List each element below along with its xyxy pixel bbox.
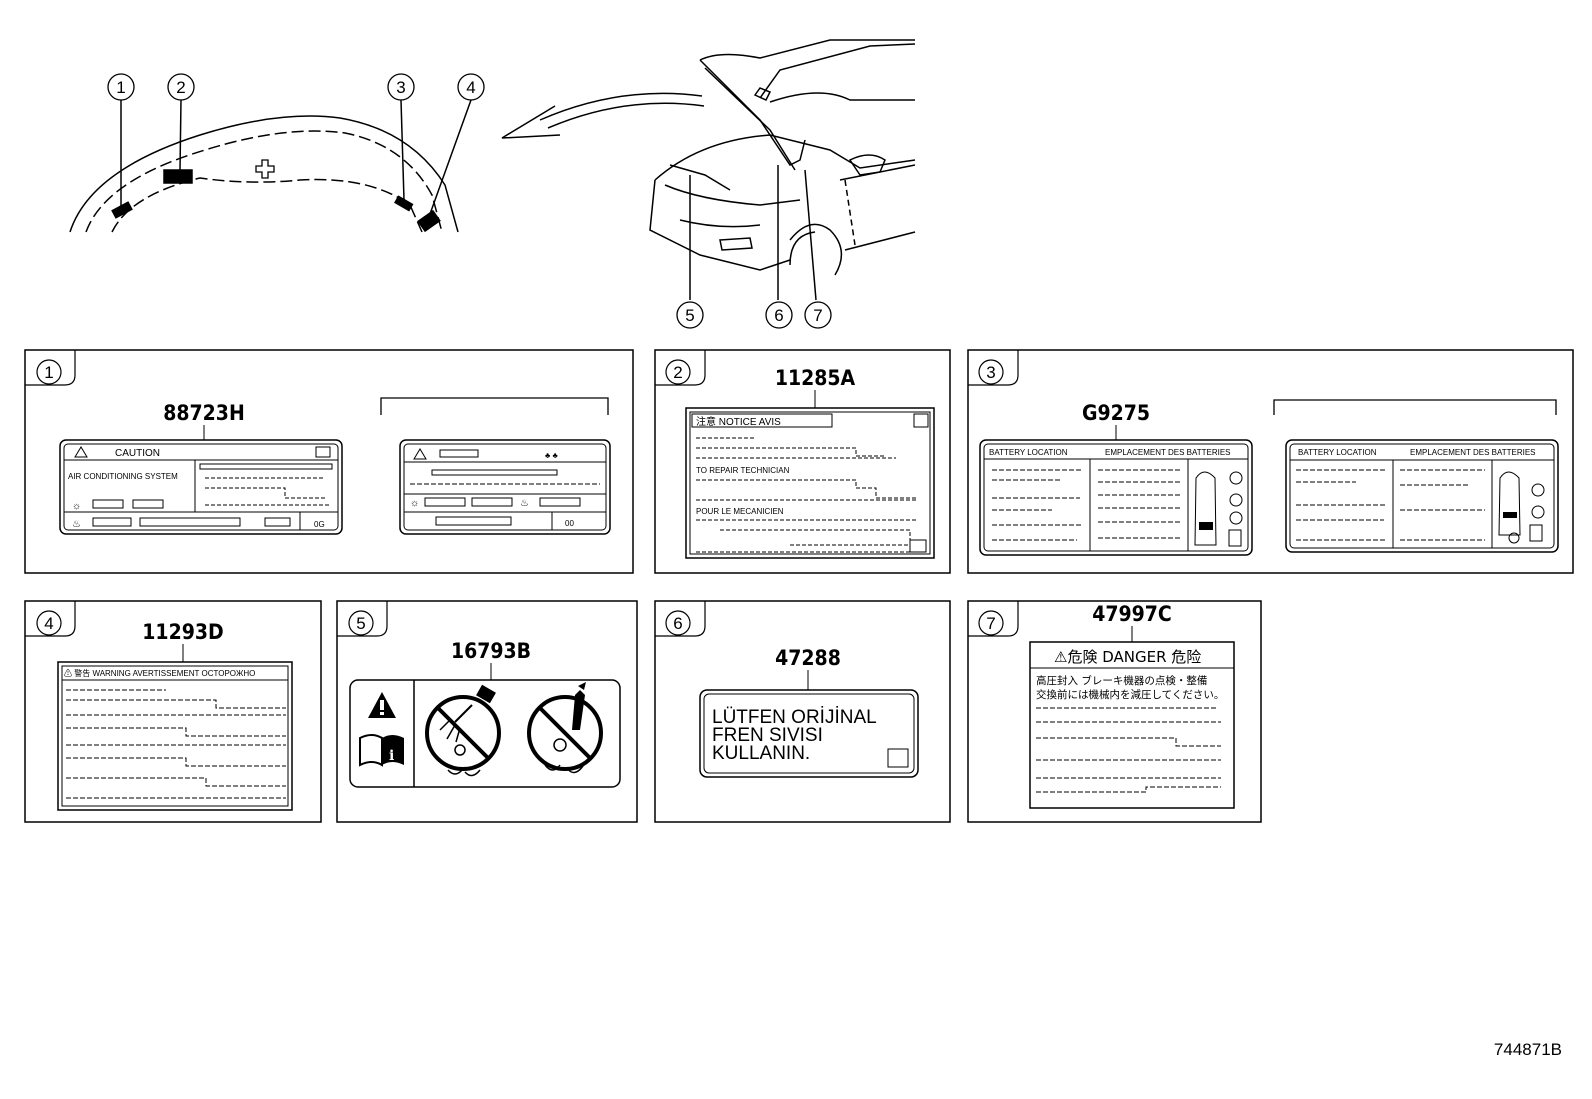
svg-text:47997C: 47997C — [1092, 602, 1172, 626]
no-spray-icon — [527, 682, 603, 774]
svg-text:BATTERY LOCATION: BATTERY LOCATION — [1298, 448, 1377, 457]
direction-arrow-icon — [501, 92, 705, 139]
svg-text:88723H: 88723H — [163, 401, 245, 425]
warning-triangle-icon — [368, 692, 396, 718]
svg-text:2: 2 — [673, 363, 682, 382]
svg-text:⚠ 警告 WARNING AVERTISSEMENT: ⚠ 警告 WARNING AVERTISSEMENT OCTOPOЖHO — [64, 668, 255, 678]
hood-underside-view — [69, 99, 472, 233]
svg-text:G9275: G9275 — [1082, 401, 1150, 425]
callout-3-top: 3 — [387, 73, 415, 101]
svg-text:LÜTFEN ORİJİNAL: LÜTFEN ORİJİNAL — [712, 707, 877, 728]
svg-text:BATTERY LOCATION: BATTERY LOCATION — [989, 448, 1068, 457]
reference-number: 744871B — [1493, 1040, 1562, 1059]
svg-text:4: 4 — [44, 614, 53, 633]
svg-text:16793B: 16793B — [451, 639, 531, 663]
svg-text:交換前には機械内を減圧してください。: 交換前には機械内を減圧してください。 — [1036, 688, 1224, 701]
svg-text:EMPLACEMENT DES BATTERIES: EMPLACEMENT DES BATTERIES — [1410, 448, 1536, 457]
svg-text:1: 1 — [44, 363, 53, 382]
svg-text:11285A: 11285A — [775, 366, 856, 390]
svg-text:高圧封入 ブレーキ機器の点検・整備: 高圧封入 ブレーキ機器の点検・整備 — [1036, 674, 1207, 687]
svg-text:CAUTION: CAUTION — [115, 448, 160, 459]
panel-7: 7 47997C ⚠危険 DANGER 危险 高圧封入 ブレーキ機器の点検・整備… — [967, 600, 1262, 823]
svg-text:47288: 47288 — [775, 646, 841, 670]
svg-text:POUR LE MECANICIEN: POUR LE MECANICIEN — [696, 507, 784, 516]
callout-4-top: 4 — [457, 73, 485, 101]
svg-text:1: 1 — [116, 78, 125, 97]
svg-text:EMPLACEMENT DES BATTERIES: EMPLACEMENT DES BATTERIES — [1105, 448, 1231, 457]
callout-2-top: 2 — [167, 73, 195, 101]
svg-text:KULLANIN.: KULLANIN. — [712, 743, 810, 764]
panel-2: 2 11285A 注意 NOTICE AVIS TO REPAIR TECHNI… — [654, 349, 951, 574]
svg-text:☼: ☼ — [72, 501, 81, 512]
svg-text:FREN SIVISI: FREN SIVISI — [712, 725, 823, 746]
panel-1: 1 88723H CAUTION AIR CONDITIONING SYSTEM… — [24, 349, 634, 574]
svg-text:注意 NOTICE AVIS: 注意 NOTICE AVIS — [696, 415, 781, 428]
svg-text:0G: 0G — [314, 520, 325, 529]
fan-icon — [553, 738, 567, 752]
svg-text:2: 2 — [176, 78, 185, 97]
car-topview-icon — [1194, 471, 1217, 546]
svg-text:7: 7 — [813, 306, 822, 325]
svg-text:11293D: 11293D — [142, 620, 223, 644]
panel-3: 3 G9275 BATTERY LOCATION EMPLACEMENT DES… — [967, 349, 1574, 574]
svg-text:5: 5 — [356, 614, 365, 633]
svg-text:4: 4 — [466, 78, 475, 97]
panel-4: 4 11293D ⚠ 警告 WARNING AVERTISSEMENT OCTO… — [24, 600, 322, 823]
callout-6-top: 6 — [765, 301, 793, 329]
callout-7-top: 7 — [804, 301, 832, 329]
svg-text:i: i — [389, 748, 394, 764]
panel-6: 6 47288 LÜTFEN ORİJİNAL FREN SIVISI KULL… — [654, 600, 951, 823]
svg-text:6: 6 — [774, 306, 783, 325]
svg-text:3: 3 — [986, 363, 995, 382]
car-open-hood-illustration — [649, 39, 916, 301]
svg-text:♨: ♨ — [520, 498, 529, 509]
svg-text:⚠危険 DANGER 危险: ⚠危険 DANGER 危险 — [1054, 648, 1201, 666]
svg-text:AIR CONDITIONING SYSTEM: AIR CONDITIONING SYSTEM — [68, 472, 178, 481]
panel-5: 5 16793B i — [336, 600, 638, 823]
svg-text:7: 7 — [986, 614, 995, 633]
callout-1-top: 1 — [107, 73, 135, 101]
fan-icon — [454, 744, 466, 756]
manual-info-icon: i — [359, 734, 404, 767]
svg-text:♨: ♨ — [72, 519, 81, 530]
svg-text:00: 00 — [565, 519, 574, 528]
warning-triangle-icon — [74, 446, 88, 458]
callout-5-top: 5 — [676, 301, 704, 329]
svg-text:6: 6 — [673, 614, 682, 633]
warning-triangle-icon — [413, 448, 427, 460]
no-pressure-wash-icon — [425, 684, 501, 777]
svg-text:☼: ☼ — [410, 498, 419, 509]
svg-text:3: 3 — [396, 78, 405, 97]
svg-text:♣ ♣: ♣ ♣ — [545, 451, 558, 460]
svg-text:TO REPAIR TECHNICIAN: TO REPAIR TECHNICIAN — [696, 466, 790, 475]
svg-text:5: 5 — [685, 306, 694, 325]
